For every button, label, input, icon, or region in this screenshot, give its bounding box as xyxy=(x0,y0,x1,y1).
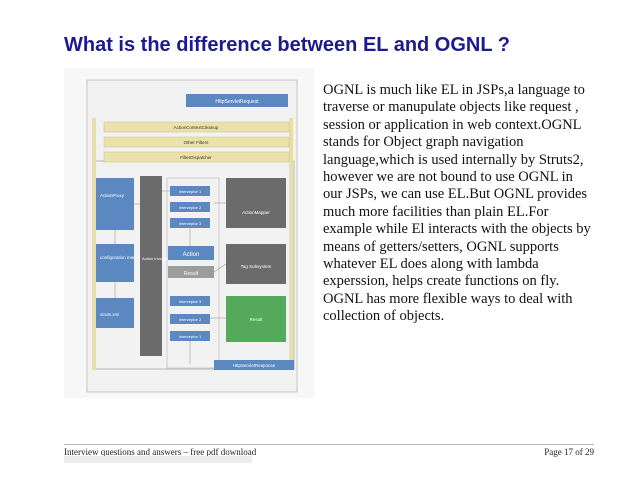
footer-page-number: Page 17 of 29 xyxy=(544,447,594,457)
interceptor-bottom-2 xyxy=(170,314,210,324)
footer-strip xyxy=(64,456,252,463)
result-inner-label: Result xyxy=(184,271,199,277)
configuration-manager-label: configuration manager xyxy=(100,255,145,260)
filter-dispatcher-bar xyxy=(103,151,290,163)
interceptor-bottom-3 xyxy=(170,296,210,306)
http-response-label: HttpServletResponse xyxy=(233,363,276,368)
action-invocation-box xyxy=(140,176,162,356)
struts2-architecture-diagram: HttpServletRequest ActionContextCleanup … xyxy=(64,68,314,398)
result-inner-box xyxy=(168,266,214,278)
interceptor-top-2 xyxy=(170,202,210,212)
interceptor-bottom-3-label: Interceptor 3 xyxy=(179,299,202,304)
action-context-cleanup-bar xyxy=(103,121,290,133)
footer-source: Interview questions and answers – free p… xyxy=(64,447,257,457)
http-request-label: HttpServletRequest xyxy=(215,99,259,105)
http-request-box xyxy=(186,94,288,107)
interceptor-top-1 xyxy=(170,186,210,196)
action-mapper-box xyxy=(226,178,286,228)
configuration-manager-box xyxy=(96,244,134,282)
interceptor-bottom-2-label: Interceptor 2 xyxy=(179,317,202,322)
action-context-cleanup-label: ActionContextCleanup xyxy=(174,125,219,130)
footer-divider xyxy=(64,444,594,445)
http-response-box xyxy=(214,360,294,370)
struts-xml-box xyxy=(96,298,134,328)
result-box xyxy=(226,296,286,342)
interceptor-top-2-label: Interceptor 2 xyxy=(179,205,202,210)
action-label: Action xyxy=(183,252,200,258)
tag-subsystem-label: Tag Subsystem xyxy=(241,264,272,269)
result-label: Result xyxy=(250,317,264,322)
action-proxy-box xyxy=(96,178,134,230)
action-invocation-label: Action Invocation xyxy=(142,256,172,261)
interceptor-top-3-label: Interceptor 3 xyxy=(179,221,202,226)
other-filters-bar xyxy=(103,136,290,148)
interceptor-top-1-label: Interceptor 1 xyxy=(179,189,202,194)
interceptor-top-3 xyxy=(170,218,210,228)
action-mapper-label: ActionMapper xyxy=(242,210,270,215)
interceptor-bottom-1 xyxy=(170,331,210,341)
slide-title: What is the difference between EL and OG… xyxy=(64,34,510,56)
interceptor-bottom-1-label: Interceptor 1 xyxy=(179,334,202,339)
other-filters-label: Other Filters xyxy=(184,140,210,145)
action-box xyxy=(168,246,214,260)
body-paragraph: OGNL is much like EL in JSPs,a language … xyxy=(323,82,591,325)
action-proxy-label: ActionProxy xyxy=(100,193,125,198)
tag-subsystem-box xyxy=(226,244,286,284)
struts-xml-label: struts.xml xyxy=(100,312,119,317)
filter-dispatcher-label: FilterDispatcher xyxy=(180,155,212,160)
